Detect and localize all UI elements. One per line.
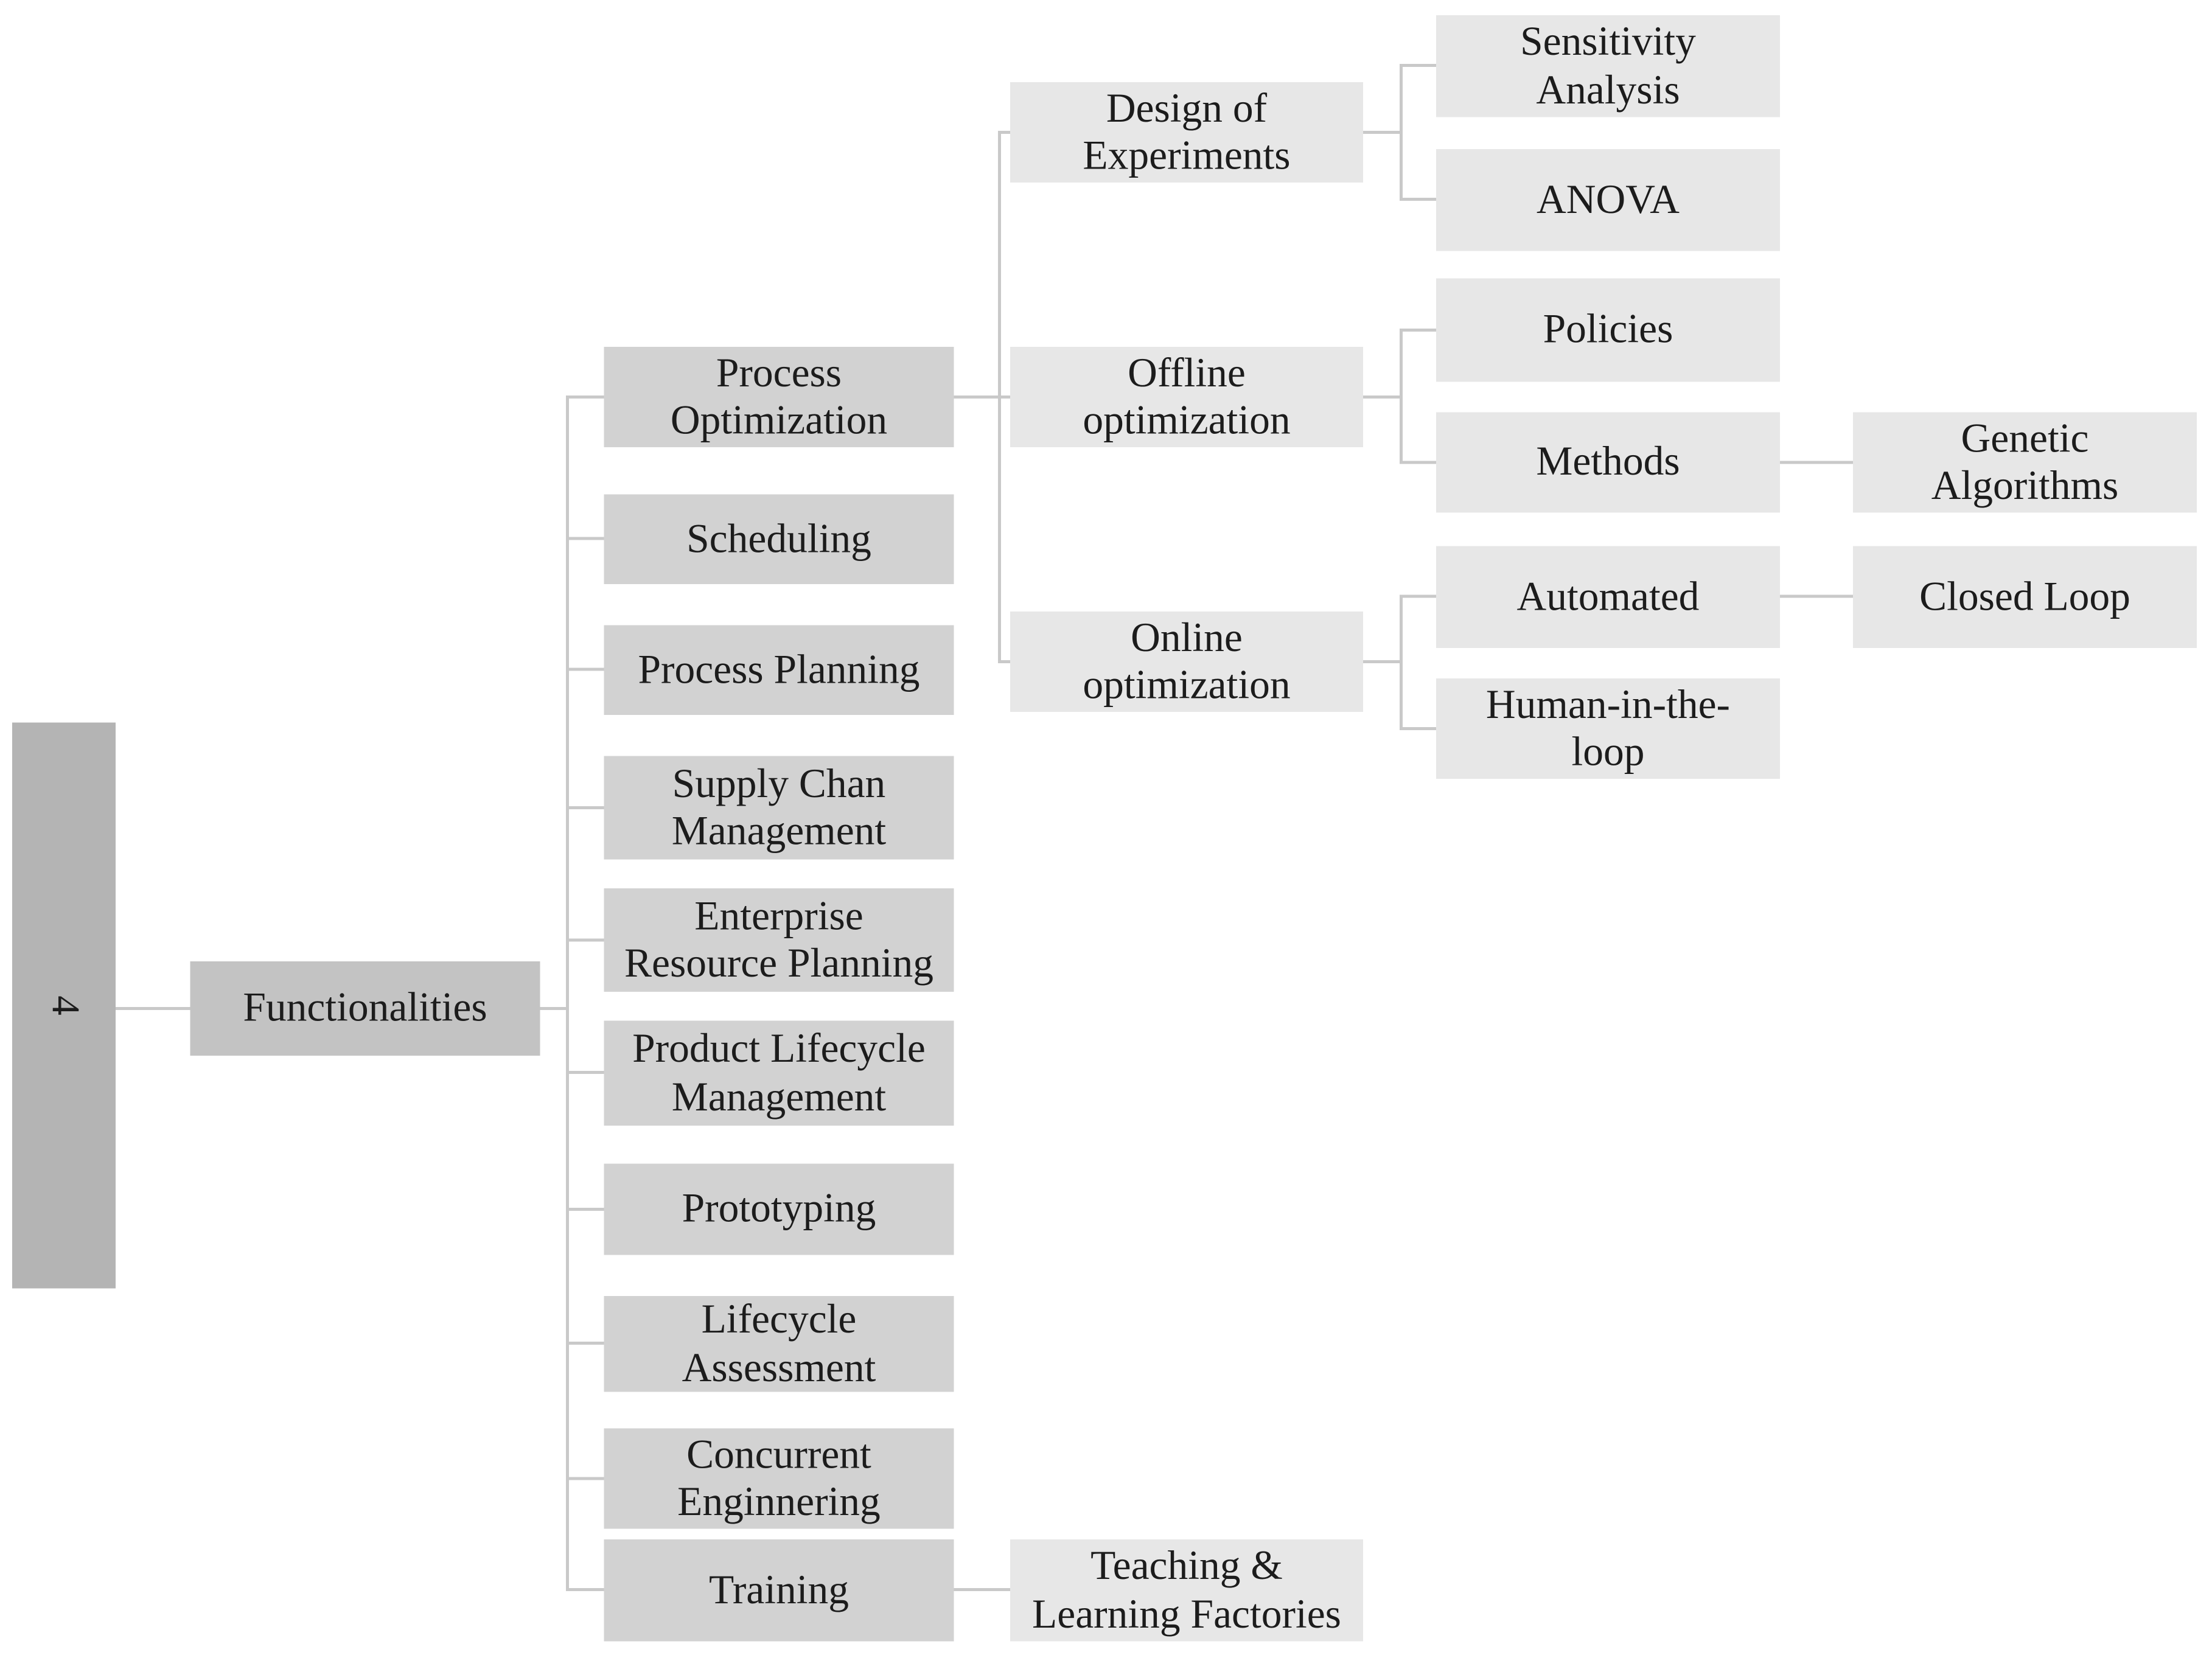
connector-spine-level2: [566, 395, 569, 1591]
node-closed-loop: Closed Loop: [1853, 546, 2197, 648]
node-methods: Methods: [1436, 412, 1780, 513]
node-design-of-experiments: Design of Experiments: [1010, 82, 1363, 183]
connector-stub-plm: [566, 1071, 604, 1074]
figure-side-bar: 4: [12, 722, 116, 1289]
node-product-lifecycle-management: Product Lifecycle Management: [604, 1020, 954, 1126]
node-process-planning: Process Planning: [604, 625, 954, 715]
connector-stub-process-optimization: [566, 395, 604, 399]
node-sensitivity-analysis: Sensitivity Analysis: [1436, 15, 1780, 117]
connector-stub-lifecycle-assessment: [566, 1342, 604, 1345]
node-policies: Policies: [1436, 278, 1780, 382]
connector-bar-to-root: [116, 1007, 190, 1010]
node-genetic-algorithms: Genetic Algorithms: [1853, 412, 2197, 513]
node-scheduling: Scheduling: [604, 494, 954, 584]
node-teaching-learning-factories: Teaching & Learning Factories: [1010, 1539, 1363, 1642]
connector-stub-online: [998, 660, 1010, 663]
node-concurrent-engineering: Concurrent Enginnering: [604, 1428, 954, 1529]
connector-doe-to-bracket: [1363, 131, 1401, 134]
connector-training-to-teaching: [954, 1588, 1010, 1591]
connector-bracket-offline-children: [1400, 329, 1403, 464]
connector-tick-human-in-the-loop: [1400, 727, 1436, 730]
figure-number-label: 4: [43, 995, 87, 1016]
node-offline-optimization: Offline optimization: [1010, 347, 1363, 447]
node-lifecycle-assessment: Lifecycle Assessment: [604, 1296, 954, 1392]
connector-process-optimization-to-children: [954, 395, 1010, 399]
connector-online-to-bracket: [1363, 660, 1401, 663]
connector-methods-to-genetic-algorithms: [1780, 461, 1853, 464]
node-process-optimization: Process Optimization: [604, 347, 954, 447]
connector-stub-scheduling: [566, 537, 604, 540]
connector-stub-process-planning: [566, 667, 604, 671]
node-online-optimization: Online optimization: [1010, 611, 1363, 712]
node-prototyping: Prototyping: [604, 1163, 954, 1255]
connector-spine-optimization: [998, 131, 1001, 663]
connector-stub-concurrent-engineering: [566, 1477, 604, 1480]
connector-stub-erp: [566, 938, 604, 942]
connector-bracket-online-children: [1400, 594, 1403, 730]
node-anova: ANOVA: [1436, 149, 1780, 251]
connector-stub-supply-chain: [566, 806, 604, 809]
connector-root-to-spine: [540, 1007, 566, 1010]
connector-bracket-doe-children: [1400, 64, 1403, 201]
node-enterprise-resource-planning: Enterprise Resource Planning: [604, 888, 954, 992]
node-automated: Automated: [1436, 546, 1780, 648]
connector-stub-doe: [998, 131, 1010, 134]
node-functionalities: Functionalities: [190, 961, 540, 1056]
node-training: Training: [604, 1539, 954, 1642]
connector-tick-methods: [1400, 461, 1436, 464]
connector-offline-to-bracket: [1363, 395, 1401, 399]
node-supply-chain-management: Supply Chan Management: [604, 756, 954, 860]
connector-tick-sensitivity-analysis: [1400, 64, 1436, 67]
connector-tick-anova: [1400, 198, 1436, 201]
connector-stub-prototyping: [566, 1208, 604, 1211]
connector-automated-to-closed-loop: [1780, 594, 1853, 598]
connector-tick-policies: [1400, 329, 1436, 332]
connector-tick-automated: [1400, 594, 1436, 598]
node-human-in-the-loop: Human-in-the- loop: [1436, 678, 1780, 779]
connector-stub-training: [566, 1588, 604, 1591]
